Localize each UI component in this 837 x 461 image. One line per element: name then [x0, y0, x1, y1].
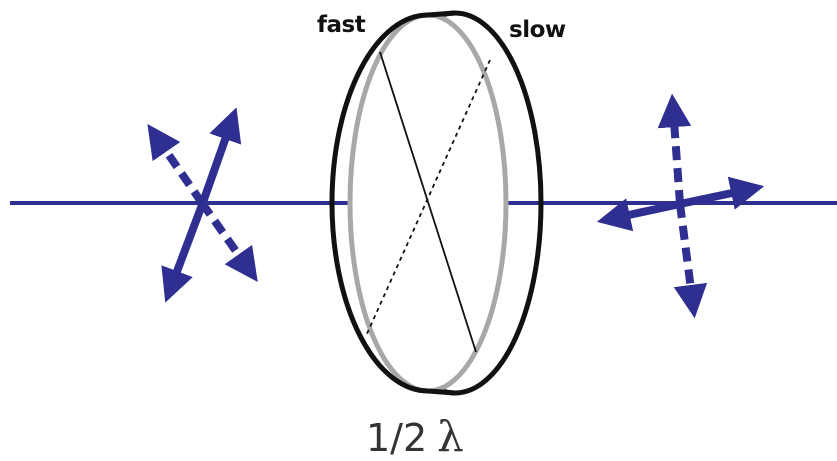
fast-axis-label: fast [317, 12, 366, 38]
caption-fraction: 1/2 [366, 416, 428, 460]
output-polarization-dashed-arrow-back [673, 203, 708, 319]
input-polarization-dashed-arrow-back [198, 200, 258, 282]
output-polarization-dashed-arrow [657, 93, 692, 205]
slow-axis-label: slow [509, 17, 566, 43]
waveplate-front-outline [329, 12, 429, 394]
output-polarization-solid-arrow-back [596, 198, 681, 232]
input-polarization-dashed-arrow [147, 123, 206, 206]
slow-axis-line [365, 59, 491, 337]
waveplate-top-edge [427, 10, 456, 18]
fast-axis-line [379, 51, 477, 353]
output-polarization-solid-arrow [679, 176, 765, 210]
waveplate-bottom-edge [427, 388, 456, 396]
input-polarization-solid-arrow-back [161, 203, 206, 303]
lambda-symbol: λ [437, 412, 464, 461]
input-polarization-solid-arrow [198, 107, 242, 207]
